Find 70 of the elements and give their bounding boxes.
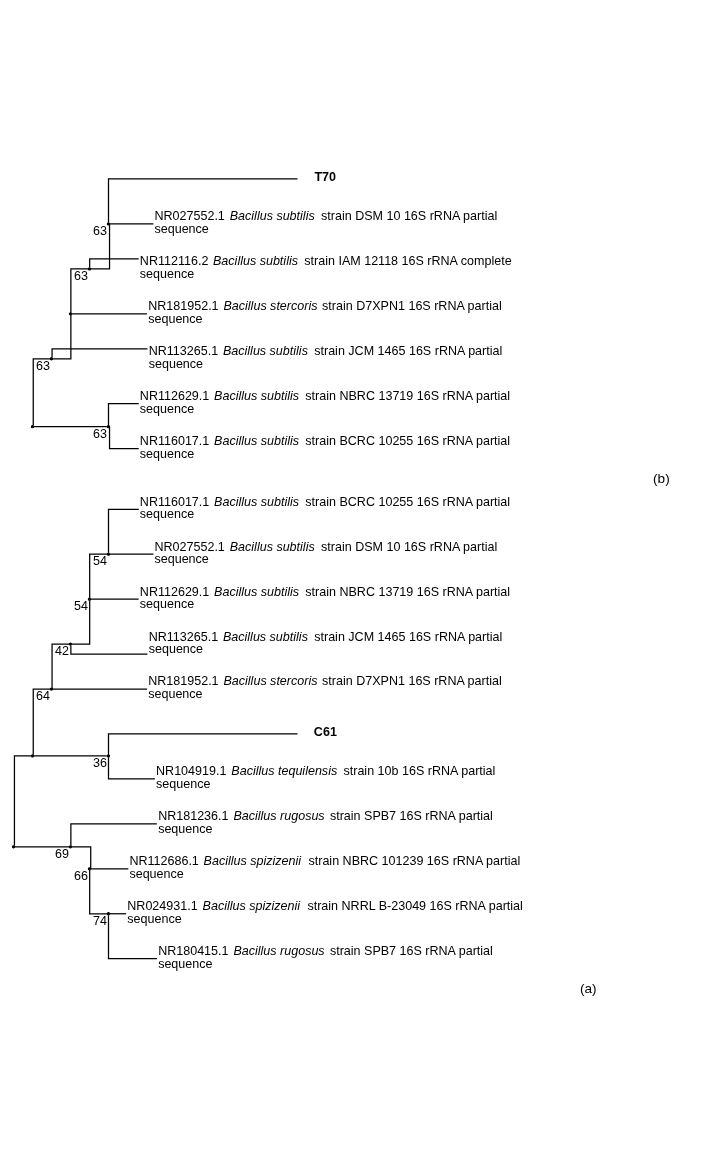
node-label: 36 bbox=[92, 756, 107, 771]
node-point bbox=[106, 425, 111, 429]
node-label: 64 bbox=[36, 689, 50, 704]
connector bbox=[13, 755, 32, 847]
node-text: NR027552.1 Bacillus subtilis strain DSM 10 16S rRNA partial sequence bbox=[154, 209, 498, 236]
node-point bbox=[49, 687, 54, 691]
connector bbox=[33, 755, 108, 757]
connector bbox=[70, 645, 148, 655]
connector bbox=[90, 868, 129, 870]
connector bbox=[32, 358, 51, 427]
connector bbox=[90, 598, 140, 600]
node-text: T70 bbox=[314, 170, 336, 185]
node-point bbox=[68, 312, 73, 316]
connector bbox=[107, 403, 140, 427]
node-text: NR181952.1 Bacillus stercoris strain D7XPN1 16S rRNA partial sequence bbox=[148, 674, 502, 702]
connector bbox=[70, 823, 158, 847]
node-point bbox=[106, 552, 111, 556]
connector bbox=[51, 348, 149, 358]
node-text: NR027552.1 Bacillus subtilis strain DSM 10 16S rRNA partial sequence bbox=[154, 539, 498, 567]
connector bbox=[14, 846, 70, 848]
connector bbox=[89, 258, 140, 268]
node-text: NR180415.1 Bacillus rugosus strain SPB7 16S rRNA partial sequence bbox=[158, 944, 493, 971]
node-point bbox=[11, 845, 16, 849]
node-text: C61 bbox=[313, 725, 337, 740]
label: (b) bbox=[653, 470, 670, 486]
node-point bbox=[49, 357, 54, 361]
node-label: 63 bbox=[74, 269, 88, 284]
node-label: 42 bbox=[55, 644, 69, 659]
connector bbox=[109, 553, 154, 555]
connector bbox=[109, 223, 154, 225]
node-text: NR181952.1 Bacillus stercoris strain D7XPN1 16S rRNA partial sequence bbox=[148, 299, 502, 326]
node-point bbox=[68, 845, 73, 849]
node-text: NR112686.1 Bacillus spizizenii strain NBRC 101239 16S rRNA partial sequence bbox=[129, 854, 521, 881]
node-point bbox=[106, 754, 111, 758]
node-text: NR024931.1 Bacillus spizizenii strain NRRL B-23049 16S rRNA partial sequence bbox=[127, 899, 523, 926]
node-label: 54 bbox=[74, 599, 88, 614]
node-text: NR112629.1 Bacillus subtilis strain NBRC 13719 16S rRNA partial sequence bbox=[139, 389, 511, 416]
node-text: NR113265.1 Bacillus subtilis strain JCM 1465 16S rRNA partial sequence bbox=[148, 629, 503, 657]
node-point bbox=[30, 425, 35, 429]
node-text: NR116017.1 Bacillus subtilis strain BCRC 10255 16S rRNA partial sequence bbox=[139, 434, 511, 461]
node-label: 74 bbox=[92, 913, 107, 928]
node-point bbox=[30, 754, 35, 758]
node-point bbox=[87, 867, 92, 871]
connector bbox=[32, 688, 51, 756]
connector bbox=[107, 508, 140, 554]
label: (a) bbox=[579, 980, 597, 996]
node-label: 63 bbox=[36, 358, 50, 373]
connector bbox=[108, 426, 140, 450]
connector bbox=[107, 178, 299, 224]
connector bbox=[71, 599, 91, 645]
node-label: 66 bbox=[74, 868, 88, 883]
node-label: 63 bbox=[92, 224, 107, 239]
node-text: NR104919.1 Bacillus tequilensis strain 10b 16S rRNA partial sequence bbox=[156, 764, 496, 791]
connector bbox=[52, 688, 148, 690]
node-text: NR116017.1 Bacillus subtilis strain BCRC 10255 16S rRNA partial sequence bbox=[139, 494, 511, 522]
connector bbox=[89, 553, 108, 599]
node-text: NR112629.1 Bacillus subtilis strain NBRC 13719 16S rRNA partial sequence bbox=[139, 584, 511, 612]
node-point bbox=[106, 912, 111, 916]
node-point bbox=[87, 597, 92, 601]
node-point bbox=[68, 642, 73, 646]
node-point bbox=[106, 222, 111, 226]
node-text: NR112116.2 Bacillus subtilis strain IAM 12118 16S rRNA complete sequence bbox=[139, 254, 512, 281]
node-label: 54 bbox=[92, 554, 107, 569]
node-text: NR113265.1 Bacillus subtilis strain JCM 1465 16S rRNA partial sequence bbox=[148, 344, 503, 371]
node-label: 63 bbox=[92, 426, 107, 441]
connector bbox=[33, 426, 108, 428]
node-label: 69 bbox=[55, 847, 69, 862]
connector bbox=[90, 223, 111, 270]
node-text: NR181236.1 Bacillus rugosus strain SPB7 16S rRNA partial sequence bbox=[158, 809, 493, 836]
node-point bbox=[87, 267, 92, 271]
